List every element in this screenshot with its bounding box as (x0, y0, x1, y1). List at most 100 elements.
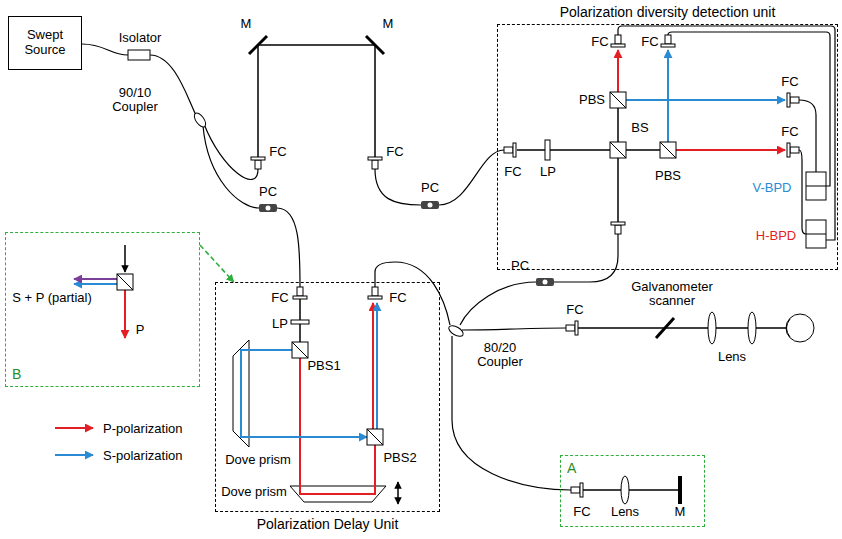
p-polarization-beam (676, 149, 785, 151)
fiber-collimator (504, 143, 516, 157)
part-label: FC (504, 165, 521, 179)
optical-fiber (462, 328, 566, 330)
part-label: BS (631, 121, 648, 135)
fiber-coupler (192, 111, 208, 129)
part-label: FC (271, 291, 288, 305)
optical-fiber (799, 150, 806, 234)
part-label: FC (389, 291, 406, 305)
dove-prism (233, 340, 386, 502)
part-label: Dove prism (221, 485, 287, 499)
part-label: FC (386, 145, 403, 159)
isolator-symbol (128, 50, 150, 60)
fiber-collimator (661, 35, 675, 47)
optical-fiber (82, 26, 835, 490)
part-label: PC (511, 259, 529, 273)
optical-fiber (277, 208, 300, 287)
free-space-beam (397, 482, 399, 504)
galvanometer-scanner (656, 318, 674, 338)
part-label: LP (272, 317, 288, 331)
node-text: Swept Source (24, 27, 65, 57)
optical-fiber (668, 32, 830, 186)
s-polarization-beam (55, 50, 785, 455)
part-label: H-BPD (756, 229, 796, 243)
free-space-beam (517, 149, 610, 151)
fiber-collimator (566, 321, 578, 335)
part-label: PBS (655, 169, 681, 183)
balanced-photodetector (806, 186, 826, 187)
fiber-coupler (192, 111, 465, 338)
polarization-controller (536, 278, 554, 286)
beam-splitter-cube (610, 142, 626, 158)
eye (787, 319, 791, 337)
p-polarization-beam (55, 50, 785, 494)
part-label: 90/10 Coupler (109, 86, 161, 115)
part-label: PC (259, 185, 277, 199)
part-label: FC (781, 125, 798, 139)
s-polarization-beam (667, 50, 669, 142)
linear-polarizer (291, 140, 550, 324)
optical-fiber (618, 26, 835, 240)
mixed-polarization-beam (74, 278, 117, 280)
fiber-collimator (787, 93, 799, 107)
part-label: Dove prism (225, 453, 291, 467)
legend-text: S-polarization (103, 448, 183, 463)
optical-fiber (460, 282, 536, 325)
node-text: A (567, 460, 576, 476)
fiber-collimator (368, 157, 382, 169)
legend-entry: P-polarization (103, 421, 183, 436)
p-polarization-beam (124, 290, 126, 338)
p-polarization-beam (372, 303, 374, 429)
mixed-polarization-beam (74, 278, 117, 280)
free-space-beam (617, 158, 619, 222)
beam-splitter-cube (660, 142, 676, 158)
part-label: P (136, 323, 145, 337)
lens (621, 312, 756, 504)
s-polarization-beam (376, 303, 378, 429)
mirror (249, 36, 680, 504)
galvanometer-scanner (656, 318, 674, 338)
eye (786, 314, 814, 342)
free-space-beam (617, 108, 619, 142)
fiber-coupler (447, 324, 465, 339)
part-label: FC (566, 303, 583, 317)
free-space-beam (258, 45, 375, 157)
mirror (249, 36, 267, 54)
node-text: B (12, 366, 21, 382)
optical-fiber (452, 336, 571, 490)
unit-region: Polarization Delay Unit (215, 282, 440, 512)
lens (708, 312, 716, 344)
fiber-collimator (251, 157, 265, 169)
part-label: PBS2 (383, 451, 416, 465)
inset-region: B (5, 232, 200, 387)
optical-fiber (554, 234, 618, 282)
free-space-beam (626, 149, 660, 151)
isolator-symbol (128, 50, 150, 60)
source-box: Swept Source (8, 16, 82, 70)
part-label: S + P (partial) (12, 291, 92, 305)
beam-splitter-cube (292, 342, 308, 358)
part-label: PBS (579, 93, 605, 107)
optical-fiber (375, 169, 421, 205)
legend-entry: S-polarization (103, 448, 183, 463)
part-label: 80/20 Coupler (474, 341, 526, 370)
fiber-collimator (787, 143, 799, 157)
part-label: FC (573, 505, 590, 519)
part-label: Lens (611, 505, 639, 519)
s-polarization-beam (55, 454, 93, 456)
free-space-beam (583, 489, 678, 491)
node-text: Polarization Delay Unit (257, 516, 399, 532)
mirror (678, 476, 682, 504)
part-label: Lens (718, 350, 746, 364)
linear-polarizer (545, 140, 550, 160)
optical-fiber (204, 124, 258, 180)
part-label: M (383, 17, 394, 31)
beam-splitter-cube (117, 92, 676, 445)
part-label: LP (540, 165, 556, 179)
free-space-beam (124, 245, 126, 272)
part-label: Galvanometer scanner (622, 280, 722, 309)
node-text: Polarization diversity detection unit (560, 4, 776, 20)
eye (786, 314, 814, 342)
balanced-photodetector (806, 234, 826, 235)
optical-fiber (203, 126, 259, 208)
mirror (366, 36, 384, 54)
